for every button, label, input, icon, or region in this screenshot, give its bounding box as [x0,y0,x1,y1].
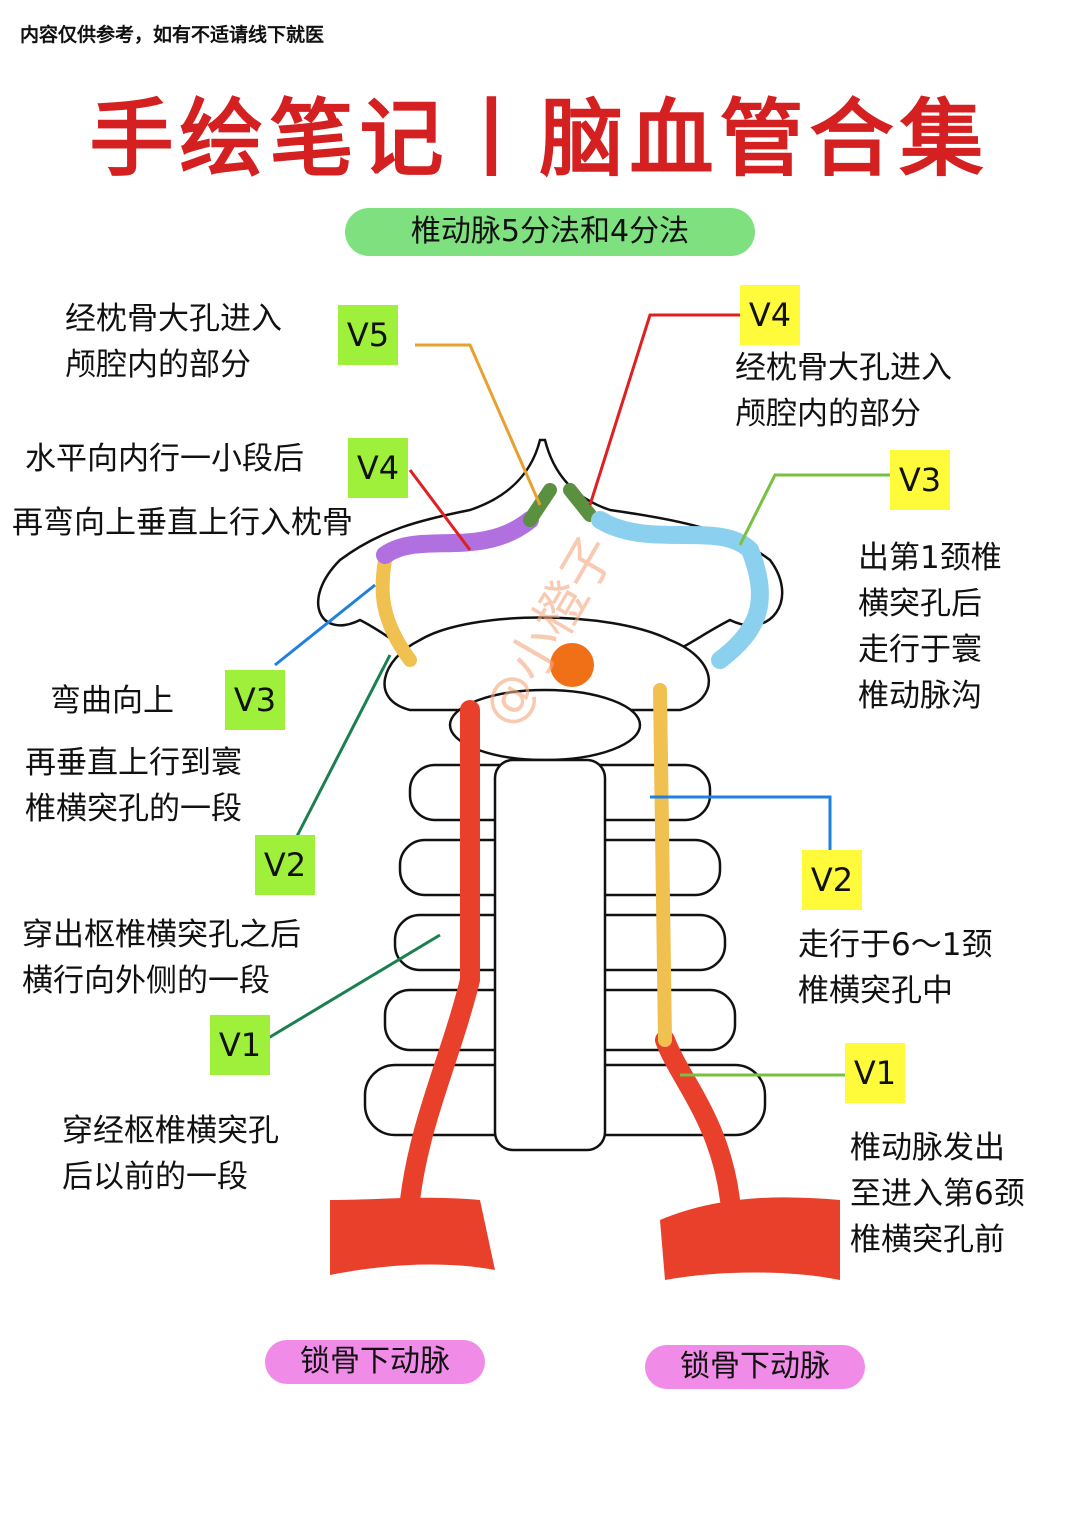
leader-right-v3 [738,473,890,546]
note-left-v2: 穿出枢椎横突孔之后 横行向外侧的一段 [22,917,301,999]
page-title: 手绘笔记丨脑血管合集 [89,90,990,188]
note-right-v1: 椎动脉发出 至进入第6颈 椎横突孔前 [850,1130,1025,1258]
leader-left-v4 [408,469,472,551]
left-v3-segment [375,553,417,667]
tag-right-v3: V3 [890,450,950,510]
tag-right-v1: V1 [845,1043,905,1103]
note-left-v5: 经枕骨大孔进入 颅腔内的部分 [65,301,282,383]
tag-left-v1: V1 [210,1015,270,1075]
orange-icon [550,643,594,687]
leader-left-v5 [415,343,542,506]
tag-right-v4: V4 [740,285,800,345]
leader-left-v3 [274,583,376,667]
atlas [383,616,710,712]
disclaimer: 内容仅供参考，如有不适请线下就医 [20,24,325,46]
right-v2-segment [653,683,672,1047]
tag-left-v5: V5 [338,305,398,365]
tag-right-v2: V2 [802,850,862,910]
leader-right-v4 [588,313,740,506]
leader-left-v2 [293,654,392,841]
tag-left-v2: V2 [255,835,315,895]
left-subclavian-artery [330,1197,495,1275]
left-v4-segment [376,511,539,564]
right-subclavian-artery [660,1197,840,1280]
note-left-v1: 穿经枢椎横突孔 后以前的一段 [62,1113,279,1195]
right-v3-segment [591,511,769,669]
note-right-v2: 走行于6～1颈 椎横突孔中 [798,927,993,1009]
vertebral-body [493,758,607,1152]
note-left-v3-line2: 再垂直上行到寰 椎横突孔的一段 [25,745,242,827]
note-left-v4-line2: 再弯向上垂直上行入枕骨 [12,505,353,541]
note-right-v3: 出第1颈椎 横突孔后 走行于寰 椎动脉沟 [858,540,1002,714]
tag-left-v3: V3 [225,670,285,730]
label-right-subclavian: 锁骨下动脉 [645,1345,865,1389]
leader-left-v1 [264,933,441,1042]
note-right-v4: 经枕骨大孔进入 颅腔内的部分 [735,350,952,432]
note-left-v4-line1: 水平向内行一小段后 [25,441,304,477]
subtitle-badge: 椎动脉5分法和4分法 [345,208,755,256]
note-left-v3-line1: 弯曲向上 [50,683,174,719]
left-vertebral-artery [400,700,480,1210]
label-left-subclavian: 锁骨下动脉 [265,1340,485,1384]
right-vertebral-artery [655,1030,740,1210]
tag-left-v4: V4 [348,438,408,498]
